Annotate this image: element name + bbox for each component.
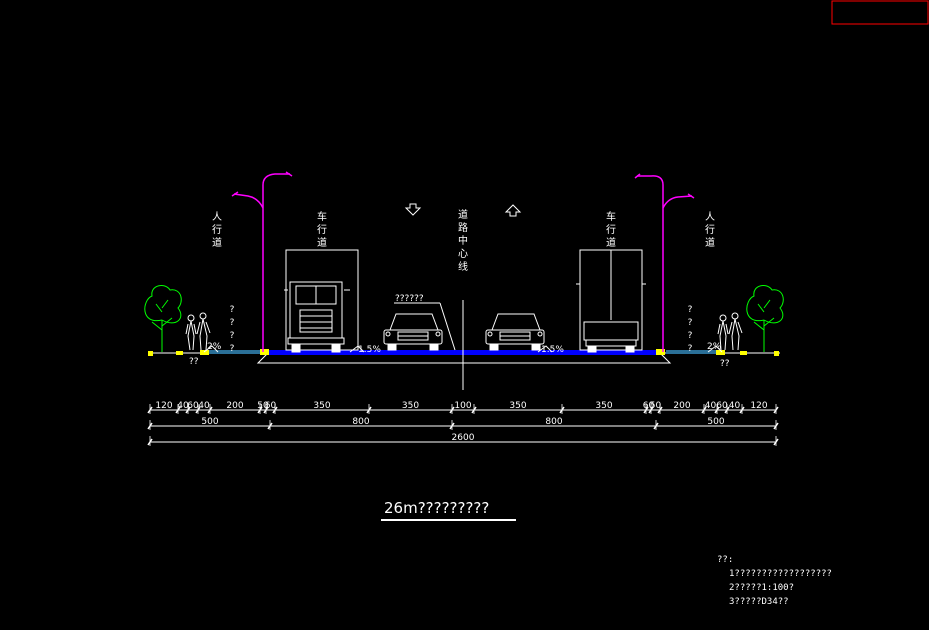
truck-icon <box>576 249 646 353</box>
dimension-label: 800 <box>545 417 562 427</box>
tree-icon <box>746 284 784 352</box>
under-right-label: ?? <box>720 359 730 369</box>
dimension-label: 40 <box>198 401 210 411</box>
carriageway-left-label: 车行道 <box>317 210 327 249</box>
sidewalk-left-label: 人行道 <box>212 211 222 249</box>
dimension-label: 350 <box>595 401 612 411</box>
direction-arrow-icon <box>404 203 422 216</box>
street-lamp-icon <box>231 171 293 352</box>
carriageway-left-surface <box>268 350 464 355</box>
sidewalk-left-surface <box>208 350 260 354</box>
pedestrian-icon <box>717 312 743 351</box>
dimension-label: 40 <box>729 401 741 411</box>
dimension-label: 500 <box>707 417 724 427</box>
dimension-chain-total: 2600 <box>147 433 779 446</box>
slope-sidewalk-left-label: 2% <box>207 342 222 352</box>
median-callout-leader <box>394 302 456 351</box>
pedestrian-icon <box>185 312 211 351</box>
median-callout-label: ?????? <box>395 294 424 304</box>
greenbelt-left-label: ???? <box>230 305 235 354</box>
sidewalk-right-label: 人行道 <box>705 211 715 249</box>
curb-markers <box>148 349 779 356</box>
dimension-label: 800 <box>352 417 369 427</box>
under-left-label: ?? <box>189 357 199 367</box>
dimension-label: 500 <box>201 417 218 427</box>
dimension-label: 350 <box>402 401 419 411</box>
note-line-2: 2?????1:100? <box>729 583 794 593</box>
slope-road-right-label: 1.5% <box>541 345 564 355</box>
sidewalk-right-surface <box>666 350 718 354</box>
greenbelt-right-label: ???? <box>688 305 693 354</box>
car-icon <box>383 313 443 351</box>
slope-sidewalk-right-label: 2% <box>707 342 722 352</box>
dimension-label: 60 <box>716 401 728 411</box>
dimension-label: 50 <box>650 401 662 411</box>
carriageway-right-surface <box>464 350 656 355</box>
carriageway-right-label: 车行道 <box>606 210 616 249</box>
dimension-chain-sections: 500 800 800 500 <box>147 417 779 430</box>
dimension-label: 2600 <box>452 433 475 443</box>
dimension-label: 50 <box>257 401 269 411</box>
note-line-3: 3?????D34?? <box>729 597 789 607</box>
dimension-label: 200 <box>226 401 243 411</box>
dimension-label: 100 <box>454 401 471 411</box>
dimension-label: 350 <box>509 401 526 411</box>
slope-marks <box>203 345 723 353</box>
direction-arrow-icon <box>504 204 522 217</box>
notes-header: ??: <box>717 555 733 565</box>
car-icon <box>485 313 545 351</box>
truck-icon <box>284 249 359 353</box>
title-block-frame <box>831 0 929 25</box>
tree-icon <box>144 284 182 352</box>
centerline-label: 道路中心线 <box>458 208 468 273</box>
dimension-label: 350 <box>313 401 330 411</box>
drawing-title: 26m????????? <box>384 499 489 517</box>
dimension-label: 200 <box>673 401 690 411</box>
dimension-label: 120 <box>155 401 172 411</box>
dimension-label: 60 <box>265 401 277 411</box>
dimension-label: 60 <box>643 401 655 411</box>
note-line-1: 1?????????????????? <box>729 569 832 579</box>
slope-road-left-label: 1.5% <box>358 345 381 355</box>
dimension-label: 40 <box>177 401 189 411</box>
dimension-label: 60 <box>187 401 199 411</box>
dimension-label: 40 <box>705 401 717 411</box>
dimension-label: 120 <box>750 401 767 411</box>
street-lamp-icon <box>634 173 695 352</box>
